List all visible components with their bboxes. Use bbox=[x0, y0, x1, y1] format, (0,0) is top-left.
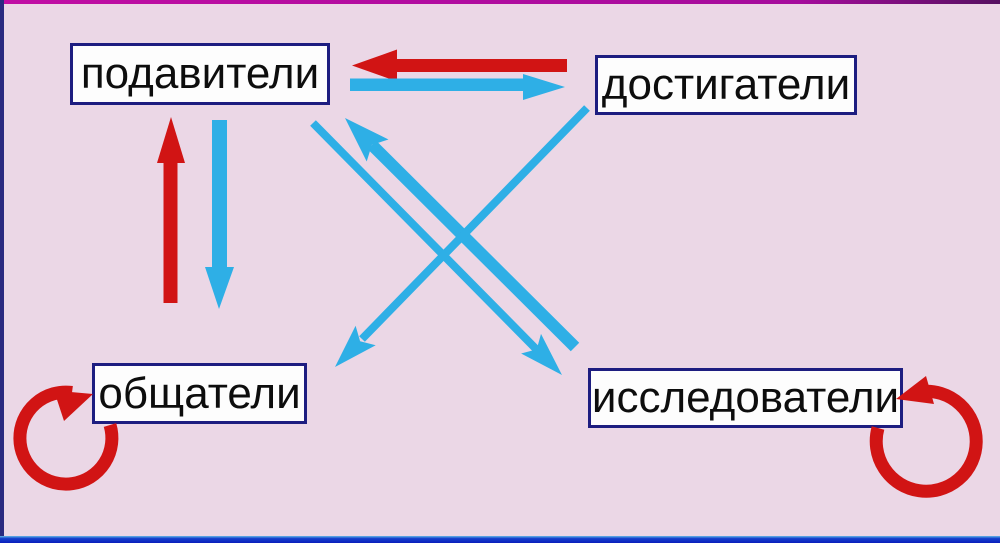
arrow-red-self-loop-communicators bbox=[13, 385, 119, 491]
node-communicators: общатели bbox=[92, 363, 307, 424]
arrow-blue-suppressors-to-communicators bbox=[205, 120, 234, 309]
frame-top-border bbox=[0, 0, 1000, 4]
node-explorers-label: исследователи bbox=[591, 373, 900, 422]
arrow-blue-achievers-to-communicators bbox=[335, 105, 590, 367]
node-explorers: исследователи bbox=[588, 368, 903, 428]
node-suppressors: подавители bbox=[70, 43, 330, 105]
node-communicators-label: общатели bbox=[98, 368, 301, 418]
arrow-red-achievers-to-suppressors bbox=[352, 49, 567, 82]
arrow-blue-explorers-to-suppressors bbox=[345, 118, 580, 352]
node-achievers: достигатели bbox=[595, 55, 857, 115]
node-suppressors-label: подавители bbox=[80, 49, 320, 98]
arrow-blue-suppressors-to-achievers bbox=[350, 74, 565, 100]
frame-left-border bbox=[0, 0, 4, 543]
arrow-red-communicators-to-suppressors bbox=[157, 117, 185, 303]
node-achievers-label: достигатели bbox=[601, 60, 851, 109]
arrow-red-self-loop-explorers bbox=[869, 376, 983, 498]
arrow-blue-suppressors-to-explorers bbox=[310, 120, 562, 375]
frame-bottom-border bbox=[0, 536, 1000, 543]
